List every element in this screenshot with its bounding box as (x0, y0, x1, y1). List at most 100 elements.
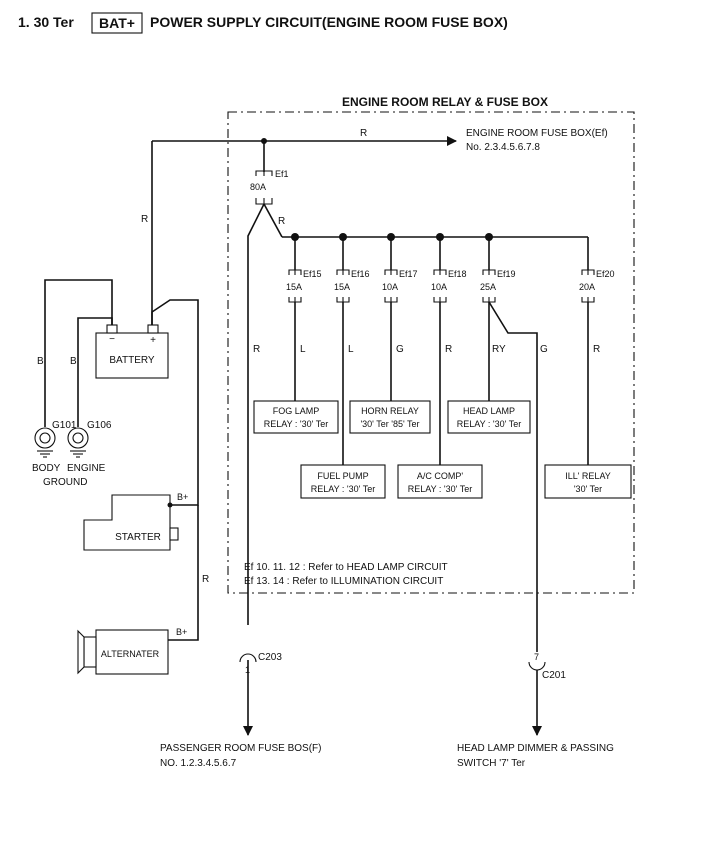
fuel-pump-relay: FUEL PUMP RELAY : '30' Ter (300, 464, 386, 499)
ef15-rating: 15A (286, 282, 302, 292)
fuse-ef17: Ef17 10A G (382, 237, 418, 401)
starter-terminal (167, 502, 173, 508)
battery-minus-post (106, 324, 118, 334)
ef1-fuse-symbol-top (255, 170, 273, 176)
svg-text:HORN RELAY: HORN RELAY (361, 406, 419, 416)
passenger-fuse-box-label: PASSENGER ROOM FUSE BOS(F) (160, 743, 322, 754)
starter-body (83, 494, 171, 551)
ef20-wire-color: R (593, 344, 600, 355)
ef17-name: Ef17 (399, 269, 418, 279)
starter: STARTER B+ (83, 492, 188, 551)
battery: BATTERY − + B B R (37, 141, 199, 506)
engine-ground-wire (77, 317, 113, 427)
alternator-feed-wire (168, 505, 199, 641)
relay-box-boundary (227, 111, 635, 594)
ef1-rating: 80A (250, 182, 266, 192)
c201-symbol (528, 661, 546, 671)
ef18-name: Ef18 (448, 269, 467, 279)
alternator-pulley-face (77, 629, 85, 675)
relay-box-note-2: Ef 13. 14 : Refer to ILLUMINATION CIRCUI… (244, 576, 443, 587)
battery-body (95, 332, 169, 379)
bus-feed-wire (263, 203, 283, 238)
dimmer-switch-terminal: SWITCH '7' Ter (457, 758, 526, 769)
dimmer-switch-label: HEAD LAMP DIMMER & PASSING (457, 743, 614, 754)
svg-text:A/C COMP': A/C COMP' (417, 471, 464, 481)
top-feed-wire-color: R (360, 128, 367, 139)
ef20-name: Ef20 (596, 269, 615, 279)
passenger-feed-wire-color: R (253, 344, 260, 355)
ef18-wire-color: R (445, 344, 452, 355)
battery-plus-sign: + (150, 335, 156, 346)
starter-terminal-label: B+ (177, 492, 188, 502)
ef20-rating: 20A (579, 282, 595, 292)
body-ground-wire-color: B (37, 356, 44, 367)
fuse-ef15: Ef15 15A L (286, 237, 322, 401)
ef19-wire-color: RY (492, 344, 506, 355)
c203-label: C203 (258, 652, 282, 663)
ef18-rating: 10A (431, 282, 447, 292)
fuse-bus (282, 233, 589, 270)
svg-text:FOG LAMP: FOG LAMP (273, 406, 320, 416)
ef19-rating: 25A (480, 282, 496, 292)
ground-g106: G106 (67, 420, 112, 458)
body-ground-wire (44, 279, 113, 427)
engine-room-fuse-box-numbers: No. 2.3.4.5.6.7.8 (466, 142, 540, 153)
fuse-ef19: Ef19 25A RY G (480, 237, 548, 652)
g106-label: G106 (87, 420, 112, 431)
ef19-dimmer-branch (488, 301, 538, 652)
ef16-rating: 15A (334, 282, 350, 292)
svg-text:ILL' RELAY: ILL' RELAY (565, 471, 611, 481)
engine-room-fuse-box-label: ENGINE ROOM FUSE BOX(Ef) (466, 128, 608, 139)
top-feed: R ENGINE ROOM FUSE BOX(Ef) No. 2.3.4.5.6… (152, 128, 608, 172)
svg-text:HEAD LAMP: HEAD LAMP (463, 406, 515, 416)
body-label: BODY (32, 463, 61, 474)
svg-text:'30' Ter '85' Ter: '30' Ter '85' Ter (360, 419, 419, 429)
head-lamp-relay: HEAD LAMP RELAY : '30' Ter (447, 400, 531, 434)
fuse-ef20: Ef20 20A R (579, 269, 615, 465)
ef1-fuse-symbol-bottom (255, 198, 273, 205)
c201-label: C201 (542, 670, 566, 681)
connector-c203: C203 1 PASSENGER ROOM FUSE BOS(F) NO. 1.… (160, 652, 322, 769)
ef19-branch-wire-color: G (540, 344, 548, 355)
ef15-name: Ef15 (303, 269, 322, 279)
alternator: R ALTERNATER B+ (77, 505, 209, 675)
passenger-feed-wire (247, 203, 265, 625)
bat-plus-badge: BAT+ (99, 15, 135, 31)
relay-fuse-box: ENGINE ROOM RELAY & FUSE BOX Ef 10. 11. … (227, 95, 635, 594)
ef16-name: Ef16 (351, 269, 370, 279)
starter-label: STARTER (115, 532, 161, 543)
ef1-name: Ef1 (275, 169, 289, 179)
ef19-name: Ef19 (497, 269, 516, 279)
fuse-ef16: Ef16 15A L (334, 237, 370, 465)
top-junction-dot (261, 138, 267, 144)
engine-ground-wire-color: B (70, 356, 77, 367)
connector-c201: 7 C201 HEAD LAMP DIMMER & PASSING SWITCH… (457, 652, 614, 769)
ef16-wire-color: L (348, 344, 354, 355)
passenger-fuse-box-numbers: NO. 1.2.3.4.5.6.7 (160, 758, 237, 769)
ac-comp-relay: A/C COMP' RELAY : '30' Ter (397, 464, 483, 499)
fog-lamp-relay: FOG LAMP RELAY : '30' Ter (253, 400, 339, 434)
battery-main-wire-color: R (141, 214, 148, 225)
c203-symbol (239, 653, 257, 663)
ef15-wire-color: L (300, 344, 306, 355)
relay-box-note-1: Ef 10. 11. 12 : Refer to HEAD LAMP CIRCU… (244, 562, 448, 573)
svg-text:RELAY : '30' Ter: RELAY : '30' Ter (264, 419, 328, 429)
bat-plus-badge-frame (91, 12, 143, 34)
horn-relay: HORN RELAY '30' Ter '85' Ter (349, 400, 431, 434)
main-fuse-ef1: Ef1 80A R R (247, 169, 289, 625)
svg-text:'30' Ter: '30' Ter (574, 484, 602, 494)
alternator-terminal-label: B+ (176, 627, 187, 637)
alternator-wire-color: R (202, 574, 209, 585)
engine-label: ENGINE (67, 463, 106, 474)
ill-relay: ILL' RELAY '30' Ter (544, 464, 632, 499)
alternator-body (95, 629, 169, 675)
svg-text:RELAY : '30' Ter: RELAY : '30' Ter (408, 484, 472, 494)
ground-g101: G101 (34, 420, 77, 458)
bus-feed-wire-color: R (278, 216, 285, 227)
battery-minus-sign: − (109, 334, 115, 345)
starter-nub (169, 527, 179, 541)
alternator-pulley (83, 636, 97, 668)
relay-box-title: ENGINE ROOM RELAY & FUSE BOX (342, 95, 548, 109)
g101-label: G101 (52, 420, 77, 431)
